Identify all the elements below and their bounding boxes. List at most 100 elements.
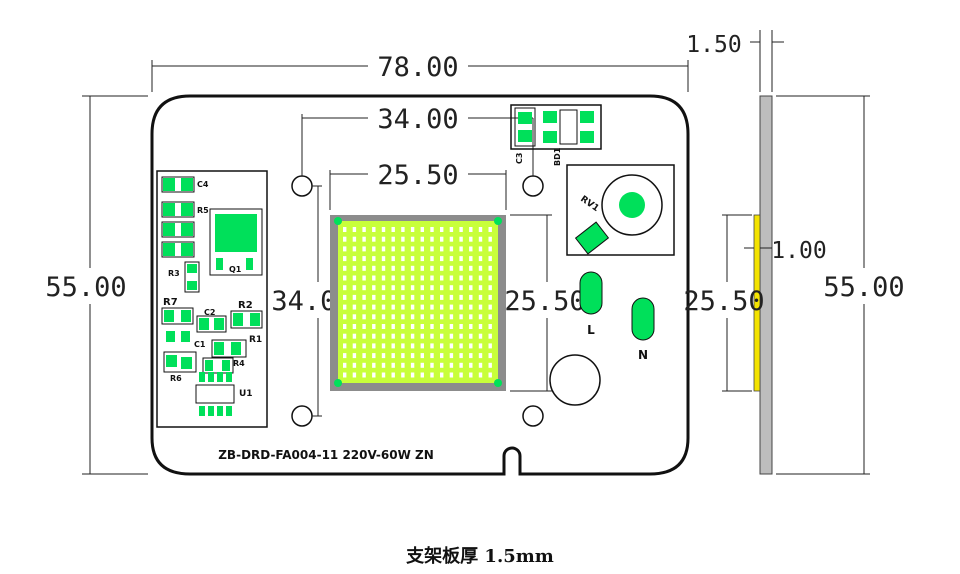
led-chip	[430, 304, 434, 310]
led-chip	[391, 236, 395, 242]
led-chip	[352, 265, 357, 271]
board-model-text: ZB-DRD-FA004-11 220V-60W ZN	[218, 448, 434, 462]
led-chip	[391, 314, 395, 320]
led-chip	[362, 275, 366, 281]
led-chip	[352, 246, 357, 252]
led-chip	[372, 372, 376, 378]
led-chip	[391, 353, 395, 359]
led-chip	[372, 362, 376, 368]
led-chip	[381, 285, 386, 291]
led-chip	[410, 285, 415, 291]
led-chip	[362, 304, 366, 310]
led-chip	[362, 256, 366, 262]
led-chip	[372, 256, 376, 262]
mounting-hole-top-left	[291, 175, 313, 197]
led-chip	[440, 343, 444, 349]
led-chip	[372, 275, 376, 281]
led-chip	[352, 353, 357, 359]
led-chip	[352, 333, 357, 339]
led-chip	[449, 236, 454, 242]
led-chip	[440, 294, 444, 300]
led-chip	[410, 343, 415, 349]
mounting-hole-bottom-left	[291, 405, 313, 427]
led-chip	[469, 236, 473, 242]
led-chip	[381, 236, 386, 242]
led-chip	[372, 324, 376, 329]
led-chip	[401, 275, 405, 281]
ref-r5: R5	[197, 206, 209, 215]
led-chip	[469, 265, 473, 271]
led-chip	[440, 304, 444, 310]
mounting-hole-bottom-right	[522, 405, 544, 427]
side-board	[759, 95, 773, 475]
led-chip	[381, 343, 386, 349]
led-chip	[362, 236, 366, 242]
led-chip	[391, 246, 395, 252]
led-chip	[469, 362, 473, 368]
led-chip	[420, 227, 424, 232]
led-chip	[469, 343, 473, 349]
led-chip	[469, 285, 473, 291]
led-chip	[459, 256, 463, 262]
led-chip	[488, 246, 492, 252]
led-chip	[459, 246, 463, 252]
pcb-drawing: 78.00 55.00 34.00 34.00 25.50	[45, 30, 905, 476]
led-chip	[459, 236, 463, 242]
led-chip	[469, 304, 473, 310]
led-chip	[430, 362, 434, 368]
led-chip	[488, 294, 492, 300]
led-chip	[410, 353, 415, 359]
led-chip	[449, 256, 454, 262]
led-chip	[362, 314, 366, 320]
led-chip	[352, 314, 357, 320]
led-chip	[440, 314, 444, 320]
varistor-pad	[619, 192, 645, 218]
led-chip	[440, 372, 444, 378]
led-chip	[440, 324, 444, 329]
led-chip	[440, 353, 444, 359]
led-chip	[440, 265, 444, 271]
led-chip	[352, 362, 357, 368]
led-chip	[488, 265, 492, 271]
dim-side-board-height: 55.00	[776, 95, 905, 475]
led-chip	[459, 275, 463, 281]
led-chip	[343, 294, 347, 300]
led-chip	[478, 362, 483, 368]
led-chip	[343, 227, 347, 232]
led-chip	[478, 227, 483, 232]
side-led	[753, 214, 761, 392]
led-chip	[352, 275, 357, 281]
led-chip	[488, 227, 492, 232]
led-chip	[478, 372, 483, 378]
led-chip	[459, 314, 463, 320]
led-chip	[430, 314, 434, 320]
led-corner-pad	[334, 379, 342, 387]
led-chip	[410, 265, 415, 271]
led-chip	[401, 227, 405, 232]
led-chip	[430, 343, 434, 349]
led-chip	[459, 362, 463, 368]
led-chip	[488, 285, 492, 291]
led-chip	[372, 236, 376, 242]
led-chip	[478, 285, 483, 291]
led-chip	[420, 362, 424, 368]
led-chip	[391, 227, 395, 232]
led-chip	[488, 324, 492, 329]
led-chip	[352, 285, 357, 291]
dim-side-board-height-text: 55.00	[823, 272, 904, 303]
led-chip	[469, 353, 473, 359]
led-chip	[459, 372, 463, 378]
led-chip	[401, 353, 405, 359]
led-chip	[440, 246, 444, 252]
led-corner-pad	[494, 379, 502, 387]
led-chip	[381, 294, 386, 300]
large-hole	[549, 354, 601, 406]
led-chip	[343, 372, 347, 378]
led-chip	[488, 343, 492, 349]
led-chip	[352, 294, 357, 300]
led-chip	[352, 324, 357, 329]
led-chip	[372, 304, 376, 310]
led-chip	[401, 256, 405, 262]
led-chip	[449, 285, 454, 291]
led-chip	[391, 265, 395, 271]
